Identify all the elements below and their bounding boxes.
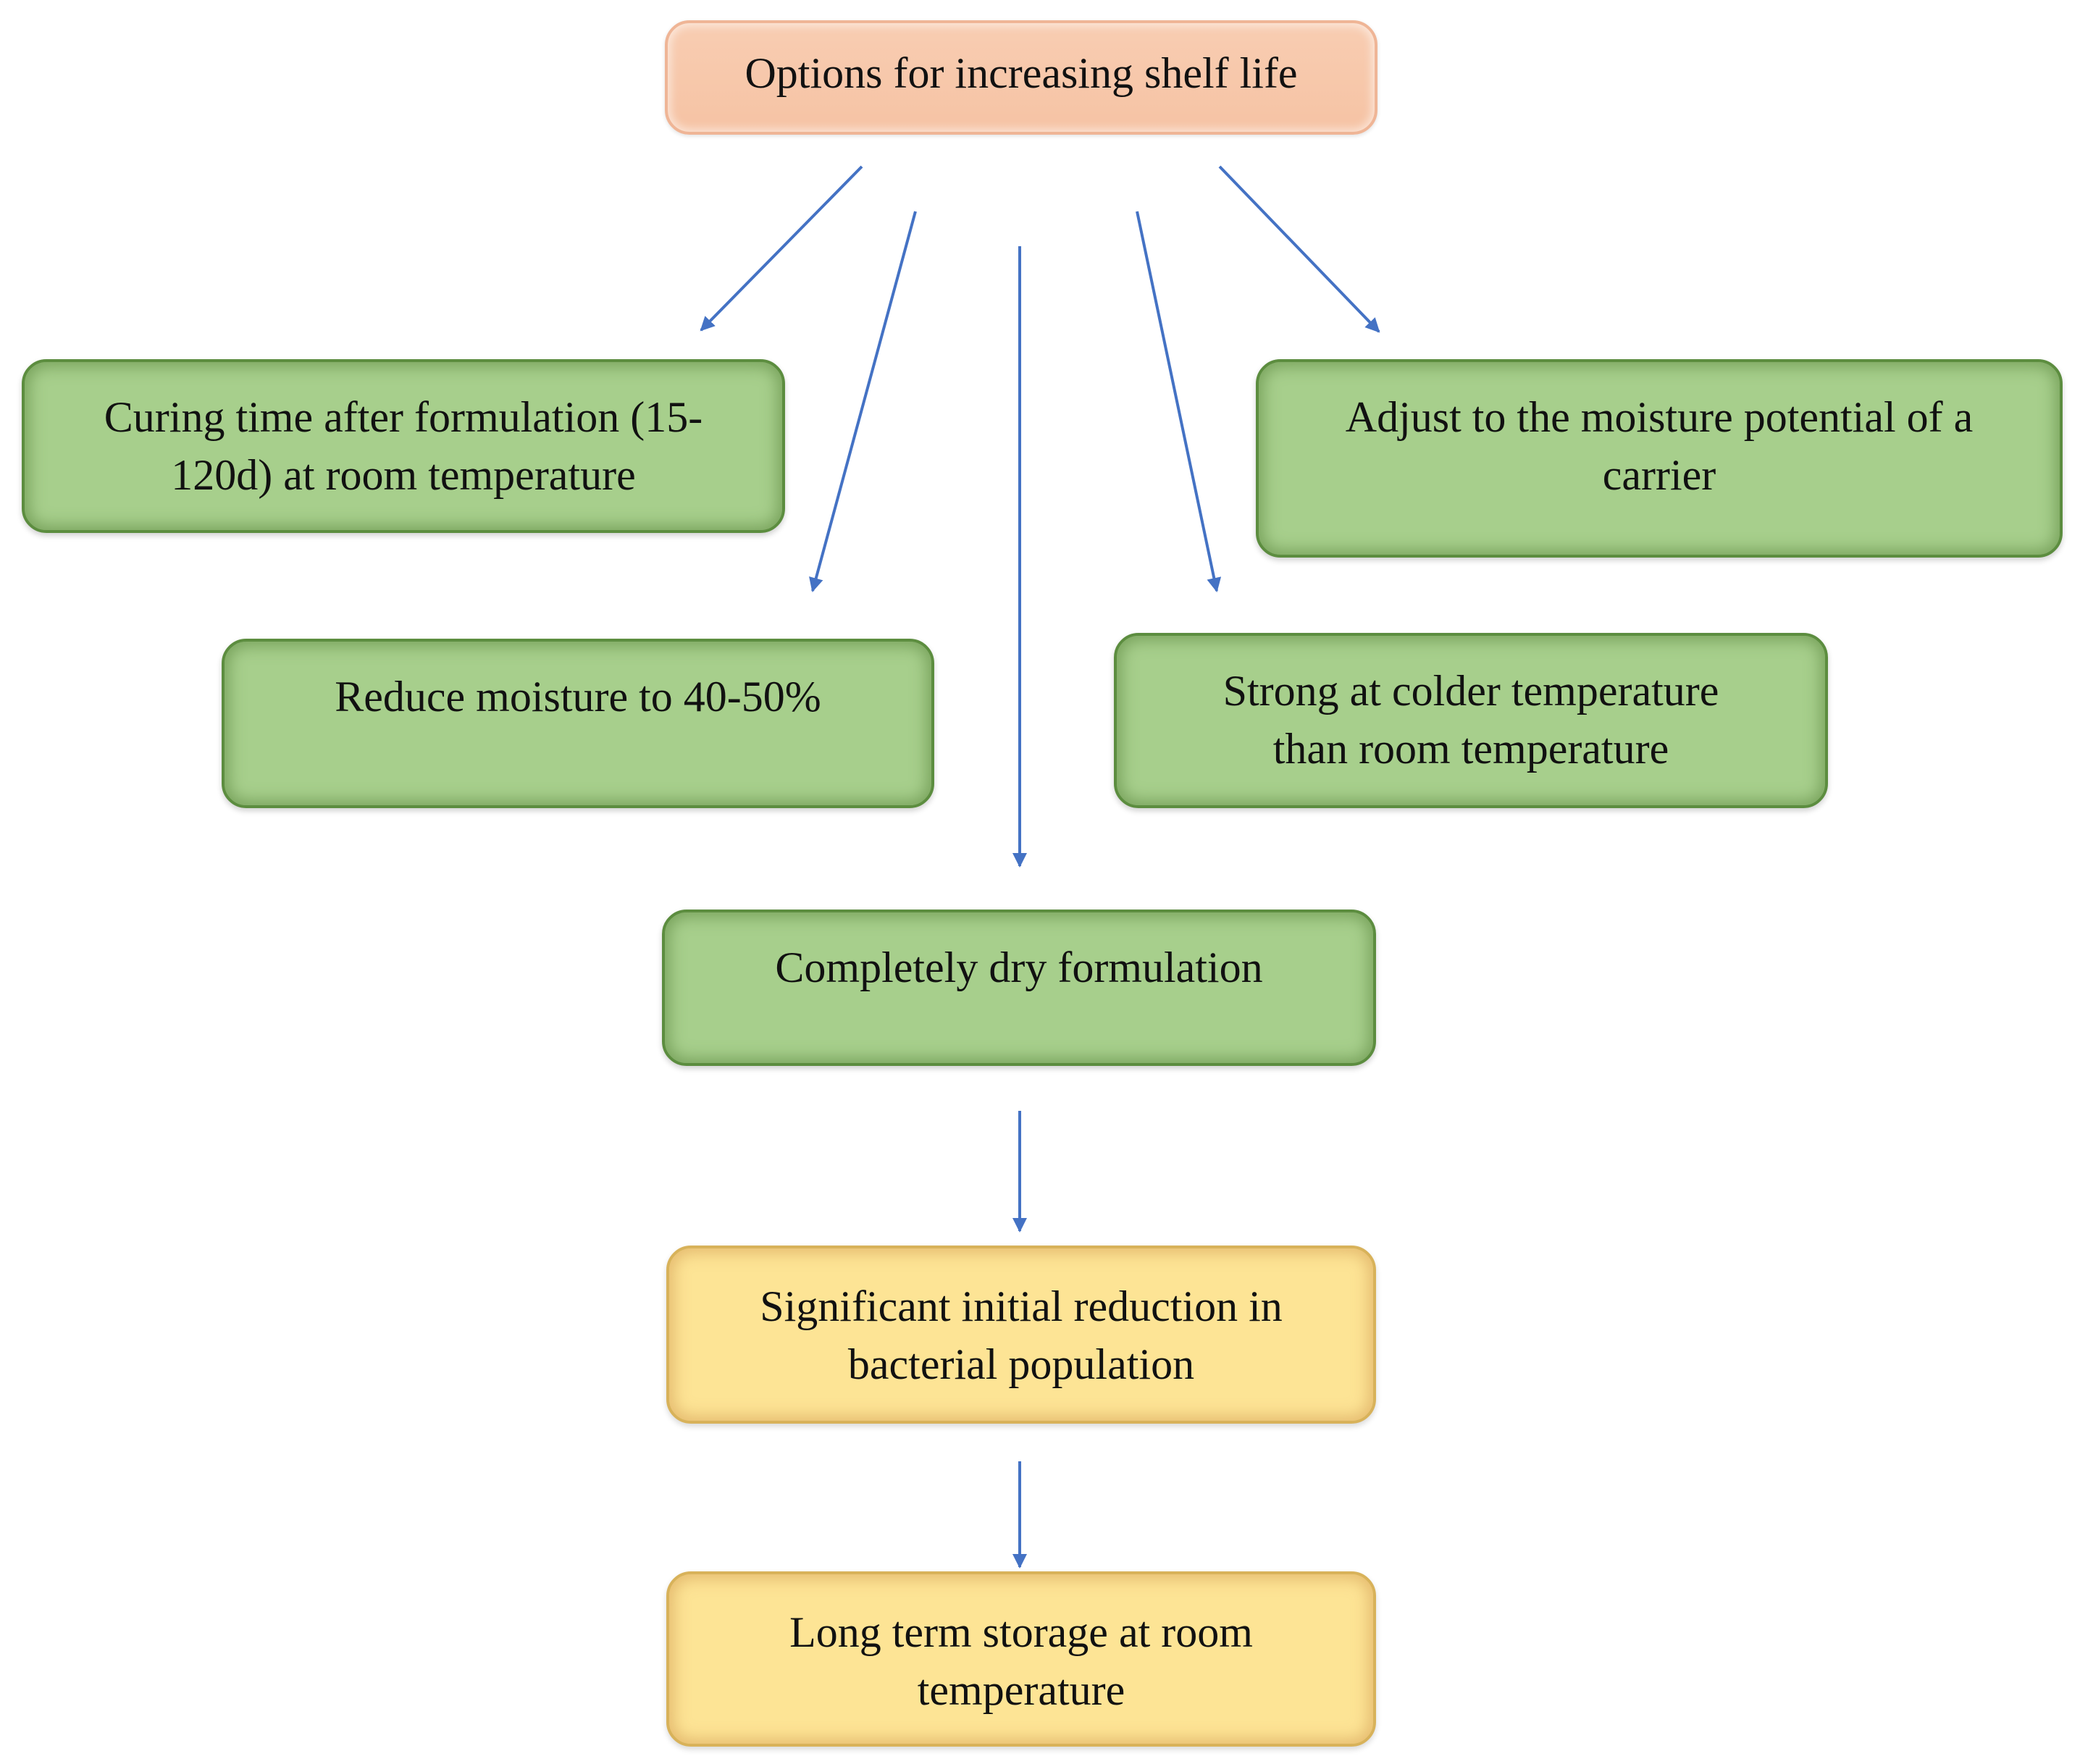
arrow-root-to-strong <box>1136 211 1222 592</box>
colder-temperature-line-1: Strong at colder temperature <box>1223 667 1719 715</box>
bacterial-reduction-line-1: Significant initial reduction in <box>760 1282 1283 1330</box>
long-term-storage-node: Long term storage at room temperature <box>666 1571 1376 1747</box>
dry-formulation-node: Completely dry formulation <box>662 910 1376 1066</box>
dry-formulation-line-1: Completely dry formulation <box>775 944 1263 991</box>
long-term-storage-line-2: temperature <box>917 1666 1125 1714</box>
root-node-label: Options for increasing shelf life <box>745 49 1298 97</box>
moisture-potential-line-1: Adjust to the moisture potential of a <box>1345 393 1974 441</box>
arrow-root-to-curing <box>700 165 863 332</box>
curing-time-line-1: Curing time after formulation (15- <box>104 393 703 441</box>
curing-time-node: Curing time after formulation (15- 120d)… <box>22 359 785 533</box>
colder-temperature-line-2: than room temperature <box>1272 725 1669 773</box>
moisture-potential-node: Adjust to the moisture potential of a ca… <box>1256 359 2063 558</box>
long-term-storage-line-1: Long term storage at room <box>789 1608 1253 1656</box>
reduce-moisture-line-1: Reduce moisture to 40-50% <box>335 673 821 721</box>
bacterial-reduction-node: Significant initial reduction in bacteri… <box>666 1246 1376 1424</box>
root-node: Options for increasing shelf life <box>665 20 1377 135</box>
curing-time-line-2: 120d) at room temperature <box>171 451 636 499</box>
bacterial-reduction-line-2: bacterial population <box>847 1340 1195 1388</box>
reduce-moisture-node: Reduce moisture to 40-50% <box>222 639 934 808</box>
arrow-root-to-reduce <box>809 211 917 592</box>
colder-temperature-node: Strong at colder temperature than room t… <box>1114 633 1828 808</box>
arrow-root-to-adjust <box>1218 165 1380 333</box>
moisture-potential-line-2: carrier <box>1602 451 1716 499</box>
